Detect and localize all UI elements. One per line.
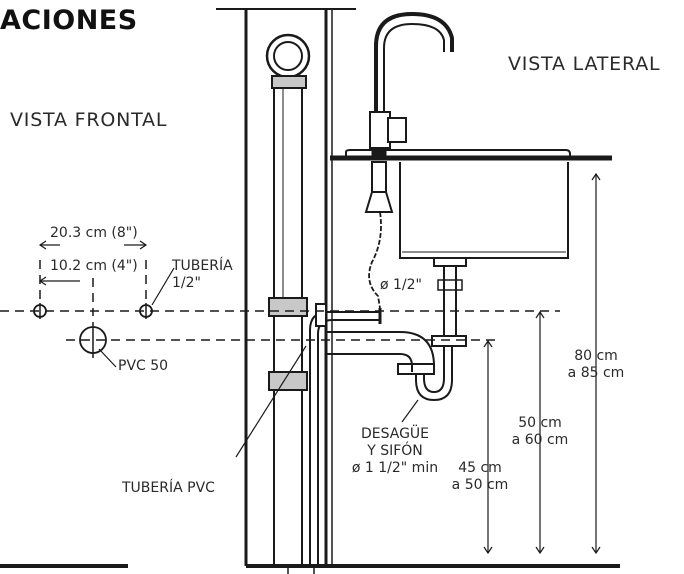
drain-pipe-horizontal (326, 331, 435, 375)
supply-height-line2: a 60 cm (511, 431, 569, 448)
front-view-label: VISTA FRONTAL (10, 109, 168, 131)
trap-label-line3: ø 1 1/2" min (351, 459, 439, 476)
drain-pvc-label: PVC 50 (118, 358, 169, 374)
trap-label-line1: DESAGÜE (360, 426, 430, 442)
drain-tailpiece (433, 257, 467, 336)
sink-height-label: 80 cm a 85 cm (556, 348, 636, 382)
drain-height-line2: a 50 cm (451, 476, 509, 493)
reference-lines (0, 260, 560, 341)
supply-height-line1: 50 cm (518, 415, 562, 431)
leader-lines (98, 267, 419, 458)
supply-height-label: 50 cm a 60 cm (500, 415, 580, 449)
wall-section (216, 8, 356, 566)
outer-spacing-label: 20.3 cm (8") (50, 225, 138, 241)
faucet (364, 11, 454, 213)
p-trap (415, 335, 467, 402)
side-view-label: VISTA LATERAL (508, 53, 661, 75)
drain-height-label: 45 cm a 50 cm (440, 460, 520, 494)
drain-height-line1: 45 cm (458, 460, 502, 476)
trap-label: DESAGÜE Y SIFÓN ø 1 1/2" min (350, 426, 440, 476)
spacing-arrows (38, 240, 148, 286)
inner-spacing-label: 10.2 cm (4") (50, 258, 138, 274)
floor-line (0, 564, 620, 574)
supply-pipe-label-line2: 1/2" (172, 274, 201, 291)
sink-height-line2: a 85 cm (567, 364, 625, 381)
vertical-pvc-pipe (265, 33, 311, 566)
supply-pipe-label: TUBERÍA 1/2" (172, 258, 233, 292)
front-view-outlets (33, 303, 153, 358)
flexible-hose (368, 211, 382, 309)
height-arrows (483, 172, 601, 555)
supply-pipe-in-wall (309, 303, 382, 566)
page-title: ACIONES (0, 5, 138, 36)
trap-label-line2: Y SIFÓN (367, 442, 423, 459)
wall-pipe-label: TUBERÍA PVC (122, 480, 215, 496)
supply-diameter-label: ø 1/2" (380, 277, 422, 293)
sink-height-line1: 80 cm (574, 348, 618, 364)
supply-pipe-label-line1: TUBERÍA (172, 258, 233, 274)
